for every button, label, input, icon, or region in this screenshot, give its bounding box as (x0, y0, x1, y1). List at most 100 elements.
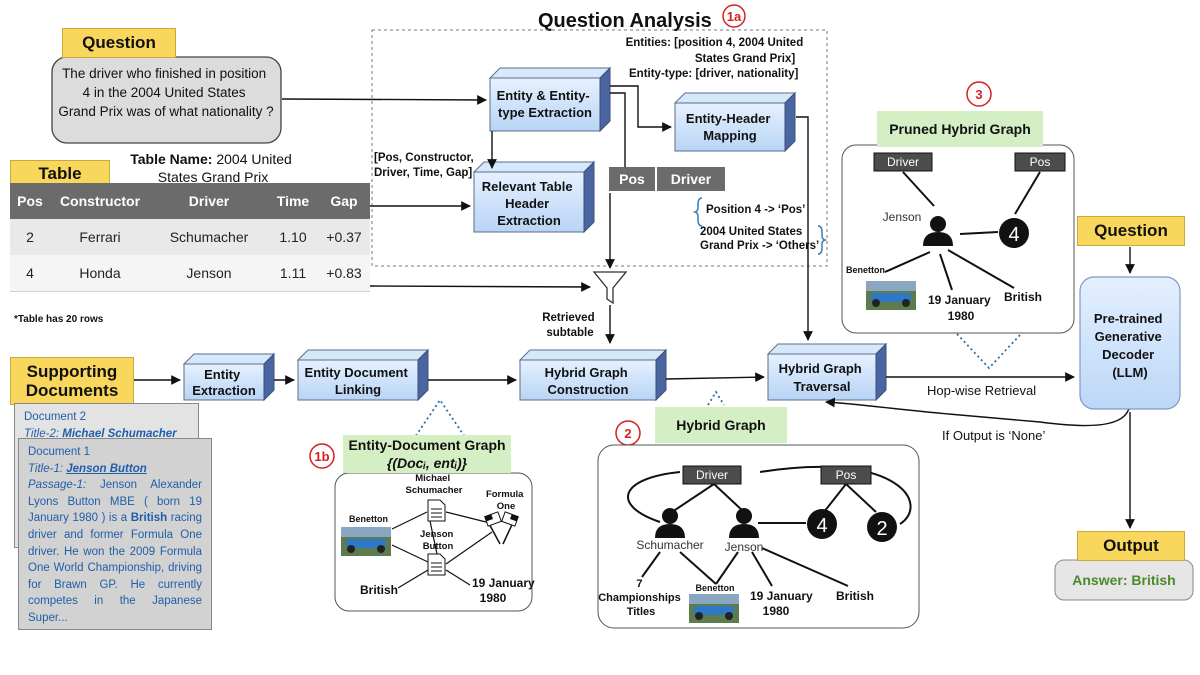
cell: Honda (50, 255, 150, 292)
hybrid-graph-edges (627, 466, 912, 587)
doc2-sub-prefix: Title-2: (24, 427, 60, 440)
supporting-label-line2: Documents (25, 381, 119, 400)
passage-text-b: racing driver and former Formula One dri… (28, 512, 203, 624)
doc2-link[interactable]: Michael Schumacher (62, 427, 177, 440)
svg-text:2: 2 (624, 426, 631, 441)
ed-benetton: Benetton (349, 514, 388, 524)
doc1-subtitle: Title-1: Jenson Button (28, 461, 202, 478)
cell: +0.37 (318, 219, 370, 255)
ed-graph-label: Entity-Document Graph {(Docᵢ, entᵢ)} (343, 435, 511, 473)
value-node-4: 4 (807, 509, 837, 539)
supporting-documents-tag: Supporting Documents (10, 357, 134, 405)
ed-formula: Formula One (486, 489, 526, 512)
cell: Jenson (150, 255, 268, 292)
hop-wise-retrieval-text: Hop-wise Retrieval (927, 383, 1036, 398)
question-analysis-frame (371, 29, 828, 267)
output-tag: Output (1077, 531, 1185, 561)
pg-british: British (1004, 290, 1042, 304)
svg-text:Driver: Driver (696, 468, 728, 482)
cell: 1.11 (268, 255, 318, 292)
llm-box (1079, 276, 1181, 410)
person-icon (729, 508, 759, 538)
hg-schumacher: Schumacher (636, 538, 703, 552)
col-time: Time (268, 183, 318, 219)
svg-text:4: 4 (816, 515, 827, 537)
ed-graph-label-line1: Entity-Document Graph (348, 437, 506, 453)
ed-date: 19 January 1980 (472, 576, 538, 605)
value-node-2: 2 (867, 512, 897, 542)
right-question-tag: Question (1077, 216, 1185, 246)
entity-extraction-box: Entity & Entity- type Extraction (488, 66, 612, 133)
hg-benetton: Benetton (696, 583, 735, 593)
race-results-table: Pos Constructor Driver Time Gap 2 Ferrar… (10, 183, 370, 292)
svg-text:Hybrid Graph Constructio: Hybrid Graph Construction (545, 365, 632, 397)
doc2-title: Document 2 (24, 411, 87, 423)
svg-text:1a: 1a (727, 9, 742, 24)
table-row: 4 Honda Jenson 1.11 +0.83 (10, 255, 370, 292)
svg-text:2004 United States Grand: 2004 United States Grand Prix -> ‘Others… (700, 226, 819, 252)
ed-british: British (360, 583, 398, 597)
hybrid-graph-construction-step: Hybrid Graph Construction (518, 348, 668, 402)
hg-championships: 7 Championships Titles (598, 578, 684, 618)
col-constructor: Constructor (50, 183, 150, 219)
pg-date: 19 January 1980 (928, 293, 994, 323)
cell: 4 (10, 255, 50, 292)
svg-text:Entity Extraction: Entity Extraction (192, 367, 256, 398)
supporting-label-line1: Supporting (26, 362, 118, 381)
cell: 1.10 (268, 219, 318, 255)
document-icon (427, 553, 446, 576)
race-car-photo (866, 281, 916, 310)
entities-text: Entities: [position 4, 2004 United State… (626, 37, 807, 65)
ed-graph-label-line2: {(Docᵢ, entᵢ)} (386, 455, 468, 471)
svg-text:Driver: Driver (671, 171, 712, 187)
pos-header-node: Pos (1014, 152, 1066, 172)
person-icon (655, 508, 685, 538)
relevant-header-extraction-box: Relevant Table Header Extraction (472, 160, 596, 234)
ed-michael: Michael Schumacher (405, 473, 462, 496)
svg-text:Driver: Driver (887, 155, 919, 169)
entity-document-linking-step: Entity Document Linking (296, 348, 430, 402)
svg-text:Hybrid Graph Traversal: Hybrid Graph Traversal (779, 361, 866, 394)
table-note: *Table has 20 rows (14, 314, 104, 325)
svg-text:4: 4 (1008, 224, 1019, 246)
mapping-results: Position 4 -> ‘Pos’ 2004 United States G… (692, 197, 828, 255)
svg-text:3: 3 (975, 87, 982, 102)
table-row: 2 Ferrari Schumacher 1.10 +0.37 (10, 219, 370, 255)
doc1-link[interactable]: Jenson Button (66, 462, 147, 475)
svg-text:Entity-Header Mapping: Entity-Header Mapping (686, 111, 774, 143)
entity-header-mapping-box: Entity-Header Mapping (673, 91, 797, 153)
passage-text-a: Jenson Alexander Lyons Button MBE ( born… (28, 479, 202, 525)
llm-text: Pre-trained Generative Decoder (LLM) (1094, 311, 1166, 380)
svg-text:Position 4 -> ‘Pos’: Position 4 -> ‘Pos’ (706, 204, 805, 216)
driver-header-node: Driver (682, 465, 742, 485)
pruned-graph-edges (884, 171, 1041, 291)
race-car-photo (341, 527, 391, 556)
retrieved-subtable-text: Retrieved subtable (542, 312, 598, 339)
question-tag: Question (62, 28, 176, 58)
doc1-sub-prefix: Title-1: (28, 462, 64, 475)
svg-text:Relevant Table Header: Relevant Table Header Extraction (482, 179, 576, 228)
cell: Ferrari (50, 219, 150, 255)
ed-jenson: Jenson Button (420, 529, 456, 552)
filter-funnel-icon (592, 271, 628, 305)
driver-header-node: Driver (873, 152, 933, 172)
if-output-none-text: If Output is ‘None’ (942, 428, 1045, 443)
svg-text:Pos: Pos (1030, 155, 1051, 169)
svg-text:1b: 1b (314, 449, 329, 464)
doc1-title: Document 1 (28, 446, 91, 458)
passage-bold: British (130, 512, 168, 525)
race-car-photo (689, 594, 739, 623)
hg-jenson: Jenson (725, 540, 764, 554)
hybrid-graph-label: Hybrid Graph (655, 407, 787, 443)
table-name: Table Name: 2004 United States Grand Pri… (130, 151, 296, 185)
hg-british: British (836, 589, 874, 603)
col-gap: Gap (318, 183, 370, 219)
question-text: The driver who finished in position 4 in… (58, 66, 273, 119)
badge-3: 3 (966, 81, 992, 107)
headers-list-text: [Pos, Constructor, Driver, Time, Gap] (374, 152, 477, 179)
svg-text:Entity & Entity- type Ex: Entity & Entity- type Extraction (497, 88, 594, 120)
pos-header-node: Pos (820, 465, 872, 485)
cell: 2 (10, 219, 50, 255)
col-driver: Driver (150, 183, 268, 219)
entity-extraction-step: Entity Extraction (182, 352, 276, 402)
